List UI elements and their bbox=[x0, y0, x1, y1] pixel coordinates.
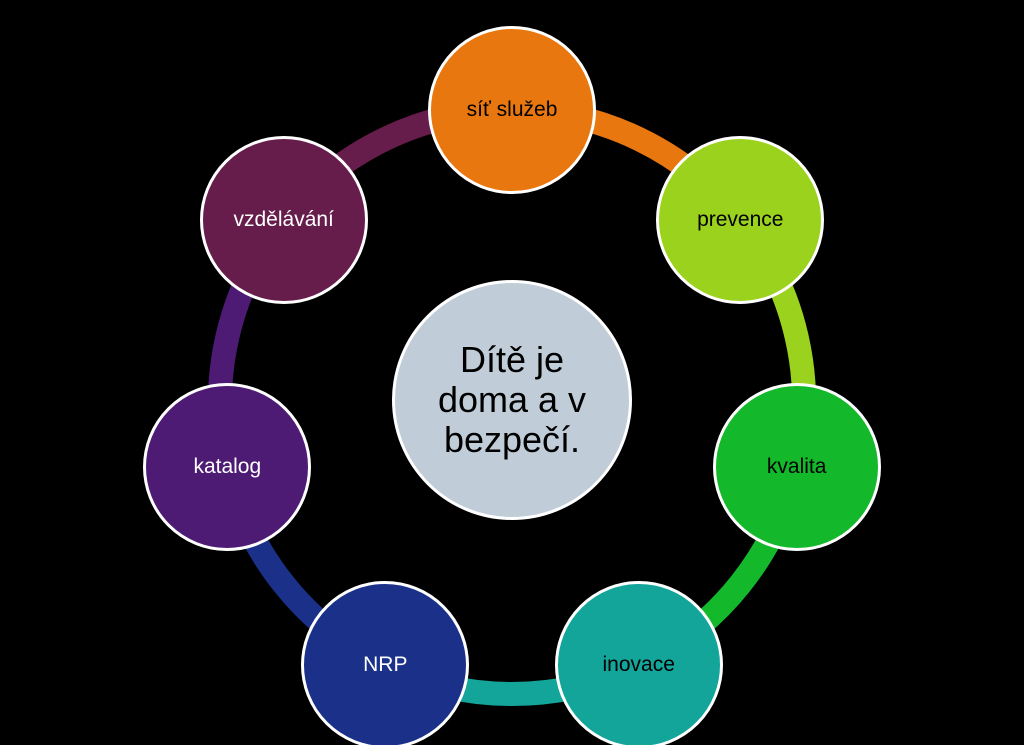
node-label: síť služeb bbox=[466, 98, 558, 121]
node-label: NRP bbox=[363, 653, 408, 677]
node-prevence: prevence bbox=[656, 135, 825, 304]
node-kvalita: kvalita bbox=[712, 382, 881, 551]
node-vzdelavani: vzdělávání bbox=[199, 135, 368, 304]
center-node: Dítě je doma a v bezpečí. bbox=[392, 280, 632, 520]
node-katalog: katalog bbox=[143, 382, 312, 551]
center-node-label: Dítě je doma a v bezpečí. bbox=[437, 338, 587, 461]
node-label: inovace bbox=[602, 653, 675, 677]
node-label: katalog bbox=[193, 454, 262, 478]
node-nrp: NRP bbox=[301, 581, 470, 745]
node-label: vzdělávání bbox=[233, 207, 334, 231]
node-sit-sluzeb: síť služeb bbox=[428, 26, 596, 194]
node-inovace: inovace bbox=[554, 581, 723, 745]
node-label: kvalita bbox=[766, 454, 827, 478]
node-label: prevence bbox=[697, 207, 784, 231]
